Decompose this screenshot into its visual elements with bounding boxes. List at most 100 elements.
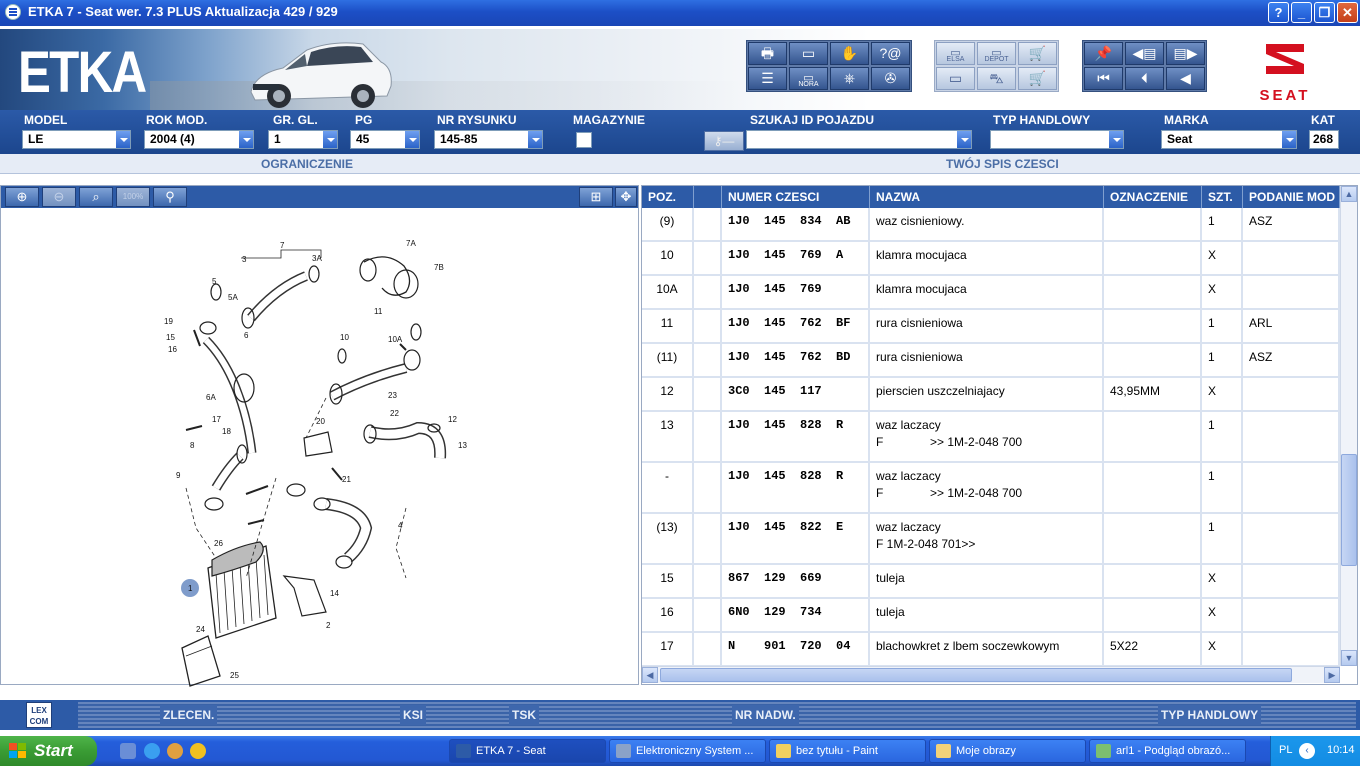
scroll-thumb-horizontal[interactable] (660, 668, 1292, 682)
horizontal-scrollbar[interactable]: ◀ ▶ (642, 666, 1340, 683)
spis-czesci-tab[interactable]: TWÓJ SPIS CZESCI (946, 157, 1059, 171)
depot-button[interactable]: ▭DEPOT (977, 42, 1016, 65)
scroll-up-button[interactable]: ▲ (1341, 186, 1357, 202)
scroll-down-button[interactable]: ▼ (1341, 650, 1357, 666)
chevron-down-icon[interactable] (527, 131, 542, 148)
zlecen-button[interactable]: ZLECEN. (160, 705, 218, 725)
scroll-thumb[interactable] (1341, 454, 1357, 566)
szukaj-input[interactable] (746, 130, 972, 149)
col-nazwa[interactable]: NAZWA (870, 186, 1104, 208)
taskbar-item-arl1[interactable]: arl1 - Podgląd obrazó... (1089, 739, 1246, 763)
monitor-button[interactable]: ▭ (936, 67, 975, 90)
messenger-icon[interactable] (167, 743, 183, 759)
ograniczenie-tab[interactable]: OGRANICZENIE (261, 157, 354, 171)
help-button[interactable]: ? (1268, 2, 1289, 23)
wheel-button[interactable]: ✇ (871, 67, 910, 90)
ksi-button[interactable]: KSI (400, 705, 427, 725)
cell-nazwa: tuleja (870, 599, 1104, 631)
marka-select[interactable]: Seat (1161, 130, 1297, 149)
chevron-down-icon[interactable] (322, 131, 337, 148)
language-indicator[interactable]: PL (1279, 744, 1293, 756)
rok-mod-select[interactable]: 2004 (4) (144, 130, 254, 149)
list-button[interactable]: ☰ (748, 67, 787, 90)
zoom-out-button[interactable]: ⊖ (42, 187, 76, 207)
pin-button[interactable]: 📌 (1084, 42, 1123, 65)
chevron-down-icon[interactable] (956, 131, 971, 148)
model-select[interactable]: LE (22, 130, 131, 149)
chevron-down-icon[interactable] (238, 131, 253, 148)
exploded-parts-diagram[interactable]: 7 3 3A 7A 7B 5 5A 6 19 15 16 11 10 10A 2… (156, 228, 496, 688)
chevron-down-icon[interactable] (1108, 131, 1123, 148)
cell-oznaczenie: 5X22 (1104, 633, 1202, 665)
col-oznaczenie[interactable]: OZNACZENIE (1104, 186, 1202, 208)
vertical-scrollbar[interactable]: ▲ ▼ (1340, 186, 1357, 666)
car-button[interactable]: ⛍ (977, 67, 1016, 90)
search-button[interactable]: ⚲ (153, 187, 187, 207)
nora-button[interactable]: ▭NORA (789, 67, 828, 90)
split-view-button[interactable]: ⊞ (579, 187, 613, 207)
scroll-left-button[interactable]: ◀ (642, 667, 658, 683)
minimize-button[interactable]: _ (1291, 2, 1312, 23)
internet-explorer-icon[interactable] (144, 743, 160, 759)
resize-button[interactable]: ✥ (615, 187, 637, 207)
col-blank[interactable] (694, 186, 722, 208)
col-szt[interactable]: SZT. (1202, 186, 1243, 208)
prev-page-button[interactable]: ◀▤ (1125, 42, 1164, 65)
selected-part-marker[interactable] (181, 579, 199, 597)
show-desktop-icon[interactable] (120, 743, 136, 759)
taskbar-item-paint[interactable]: bez tytułu - Paint (769, 739, 926, 763)
prev-button[interactable]: ◀ (1166, 67, 1205, 90)
media-player-icon[interactable] (190, 743, 206, 759)
window-button[interactable]: ▭ (789, 42, 828, 65)
nr-nadw-button[interactable]: NR NADW. (732, 705, 799, 725)
gr-gl-select[interactable]: 1 (268, 130, 338, 149)
tsk-button[interactable]: TSK (509, 705, 539, 725)
chevron-down-icon[interactable] (115, 131, 130, 148)
zoom-fit-button[interactable]: ⌕ (79, 187, 113, 207)
col-poz[interactable]: POZ. (642, 186, 694, 208)
maximize-button[interactable]: ❐ (1314, 2, 1335, 23)
lexcom-logo[interactable]: LEX COM (26, 702, 52, 728)
first-button[interactable]: ⏮ (1084, 67, 1123, 90)
zoom-in-button[interactable]: ⊕ (5, 187, 39, 207)
pg-select[interactable]: 45 (350, 130, 420, 149)
start-button[interactable]: Start (0, 736, 97, 766)
taskbar-item-etka[interactable]: ETKA 7 - Seat (449, 739, 606, 763)
cart2-button[interactable]: 🛒 (1018, 67, 1057, 90)
service-button[interactable]: ⎈ (830, 67, 869, 90)
cart-button[interactable]: 🛒 (1018, 42, 1057, 65)
magazynie-checkbox[interactable] (576, 132, 592, 148)
key-button[interactable]: ⚷— (704, 131, 744, 151)
handshake-button[interactable]: ✋ (830, 42, 869, 65)
col-podanie[interactable]: PODANIE MOD (1243, 186, 1340, 208)
help-mail-button[interactable]: ?@ (871, 42, 910, 65)
scroll-right-button[interactable]: ▶ (1324, 667, 1340, 683)
taskbar-item-elektroniczny[interactable]: Elektroniczny System ... (609, 739, 766, 763)
chevron-left-icon[interactable]: ‹ (1299, 743, 1315, 759)
chevron-down-icon[interactable] (1281, 131, 1296, 148)
taskbar-item-moje-obrazy[interactable]: Moje obrazy (929, 739, 1086, 763)
print-button[interactable]: 🖶 (748, 42, 787, 65)
nr-rysunku-select[interactable]: 145-85 (434, 130, 543, 149)
typ-handlowy-select[interactable] (990, 130, 1124, 149)
back-button[interactable]: ⏴ (1125, 67, 1164, 90)
next-page-button[interactable]: ▤▶ (1166, 42, 1205, 65)
col-numer[interactable]: NUMER CZESCI (722, 186, 870, 208)
typ-handlowy-button[interactable]: TYP HANDLOWY (1158, 705, 1262, 725)
close-button[interactable]: ✕ (1337, 2, 1358, 23)
chevron-down-icon[interactable] (404, 131, 419, 148)
zoom-100-button[interactable]: 100% (116, 187, 150, 207)
elsa-button[interactable]: ▭ELSA (936, 42, 975, 65)
